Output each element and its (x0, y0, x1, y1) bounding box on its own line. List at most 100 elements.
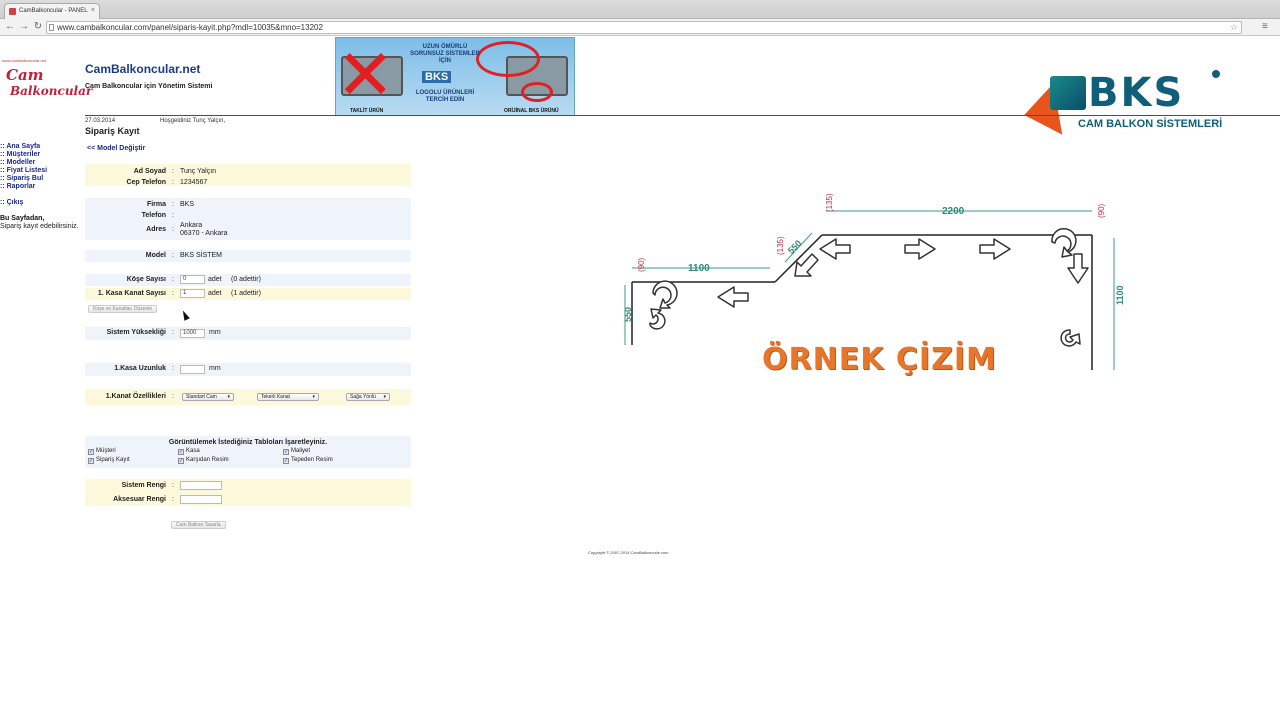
colon: : (172, 496, 174, 503)
sidebar-nav: :: Ana Sayfa :: Müşteriler :: Modeller :… (0, 143, 47, 207)
system-color-input[interactable] (180, 481, 222, 490)
check-front-view[interactable]: ✓Karşıdan Resim (178, 457, 229, 464)
colon: : (172, 329, 174, 336)
wing-label: 1.Kanat Özellikleri (105, 393, 166, 400)
corner-count-input[interactable]: 0 (180, 275, 205, 284)
sidebar-item-customers[interactable]: :: Müşteriler (0, 151, 41, 158)
colon: : (172, 168, 174, 175)
left-arrow-icon (819, 238, 851, 260)
cross-icon: ✕ (336, 37, 395, 116)
check-top-view[interactable]: ✓Tepeden Resim (283, 457, 333, 464)
check-customer[interactable]: ✓Müşteri (88, 448, 116, 455)
kasa-kanat-input[interactable]: 1 (180, 289, 205, 298)
checkbox-icon[interactable]: ✓ (178, 458, 184, 464)
angle-135-b: (135) (825, 193, 834, 212)
checkbox-icon[interactable]: ✓ (88, 458, 94, 464)
bks-logo-word: BKS (1088, 70, 1185, 116)
browser-tab[interactable]: CamBalkoncular - PANEL × (4, 3, 100, 19)
bks-logo-subtitle: CAM BALKON SİSTEMLERİ (1078, 118, 1223, 130)
logo-line2: Balkoncular (10, 84, 93, 98)
left-arrow-icon (717, 286, 749, 308)
check-customer-label: Müşteri (96, 448, 116, 454)
address-bar[interactable]: www.cambalkoncular.com/panel/siparis-kay… (46, 21, 1242, 34)
banner-caption-right: ORİJİNAL BKS ÜRÜNÜ (504, 108, 559, 114)
bookmark-star-icon[interactable]: ☆ (1229, 22, 1238, 32)
length-label: 1.Kasa Uzunluk (114, 365, 166, 372)
example-drawing-watermark: ÖRNEK ÇİZİM (762, 342, 997, 377)
table-select-block: Görüntülemek İstediğiniz Tabloları İşare… (85, 436, 411, 468)
sidebar-item-exit[interactable]: :: Çıkış (0, 199, 24, 206)
edit-corners-button[interactable]: Köşe ve Kanatları Düzenle (88, 305, 158, 313)
banner-text-top: UZUN ÖMÜRLÜ SORUNSUZ SİSTEMLER İÇİN (410, 44, 480, 64)
checkbox-icon[interactable]: ✓ (283, 449, 289, 455)
site-logo[interactable]: www.cambalkoncular.net Cam Balkoncular (2, 58, 92, 108)
sidebar-item-price-list[interactable]: :: Fiyat Listesi (0, 167, 48, 174)
customer-block: Ad Soyad : Tunç Yalçın Cep Telefon : 123… (85, 164, 411, 186)
phone-value: 1234567 (180, 179, 208, 186)
checkbox-icon[interactable]: ✓ (283, 458, 289, 464)
check-cost[interactable]: ✓Maliyet (283, 448, 310, 455)
wing-row: 1.Kanat Özellikleri : Standart Cam Teker… (85, 389, 411, 405)
sidebar-item-find-order[interactable]: :: Sipariş Bul (0, 175, 44, 182)
wing-type-select[interactable]: Tekerli Kanat (257, 393, 319, 401)
favicon-icon (9, 8, 16, 15)
colon: : (172, 365, 174, 372)
design-balcony-button[interactable]: Cam Balkon Tasarla (171, 521, 226, 529)
reload-icon[interactable]: ↻ (33, 21, 43, 32)
corner-label: Köşe Sayısı (126, 276, 166, 283)
fake-product-image (341, 56, 403, 96)
registered-icon (1212, 70, 1220, 78)
wing-glass-select[interactable]: Standart Cam (182, 393, 234, 401)
name-value: Tunç Yalçın (180, 168, 217, 175)
ad-banner[interactable]: ✕ UZUN ÖMÜRLÜ SORUNSUZ SİSTEMLER İÇİN BK… (335, 37, 575, 116)
right-arrow-icon (904, 238, 936, 260)
banner-brand: BKS (422, 71, 452, 83)
colon: : (172, 482, 174, 489)
height-label: Sistem Yüksekliği (106, 329, 166, 336)
sidebar-item-models[interactable]: :: Modeller (0, 159, 36, 166)
down-arrow-icon (1067, 253, 1089, 284)
example-drawing: 1100 2200 550 550 1100 (90) (135) (135) … (623, 193, 1125, 370)
close-icon[interactable]: × (90, 7, 95, 14)
angle-135-a: (135) (776, 236, 785, 255)
model-value: BKS SİSTEM (180, 252, 223, 259)
colon: : (172, 276, 174, 283)
colon: : (172, 179, 174, 186)
mouse-cursor (180, 309, 190, 321)
forward-arrow-icon[interactable]: → (19, 21, 29, 32)
check-kasa[interactable]: ✓Kasa (178, 448, 200, 455)
banner-text-bottom: LOGOLU ÜRÜNLERİ TERCİH EDİN (415, 90, 475, 103)
check-kasa-label: Kasa (186, 448, 200, 454)
check-order[interactable]: ✓Sipariş Kayıt (88, 457, 130, 464)
label-550-left: 550 (623, 307, 633, 322)
browser-tab-bar: CamBalkoncular - PANEL × (0, 0, 1280, 19)
right-arrow-icon (979, 238, 1011, 260)
check-order-label: Sipariş Kayıt (96, 457, 130, 463)
colon: : (172, 212, 174, 219)
wing-direction-select[interactable]: Sağa Yönlü (346, 393, 390, 401)
accessory-color-input[interactable] (180, 495, 222, 504)
table-select-title: Görüntülemek İstediğiniz Tabloları İşare… (168, 439, 328, 446)
company-label: Firma (146, 201, 166, 208)
length-unit: mm (209, 365, 221, 372)
highlight-ring-small (521, 82, 553, 102)
checkbox-icon[interactable]: ✓ (178, 449, 184, 455)
tab-title: CamBalkoncular - PANEL (19, 8, 88, 14)
rotate-arrow-icon (649, 308, 666, 330)
banner-caption-left: TAKLİT ÜRÜN (350, 108, 384, 114)
sidebar-note: Bu Sayfadan, Sipariş kayıt edebilirsiniz… (0, 215, 80, 231)
menu-icon[interactable]: ≡ (1262, 21, 1268, 32)
height-unit: mm (209, 329, 221, 336)
model-row: Model : BKS SİSTEM (85, 250, 411, 262)
sidebar-item-home[interactable]: :: Ana Sayfa (0, 143, 41, 150)
length-input[interactable] (180, 365, 205, 374)
checkbox-icon[interactable]: ✓ (88, 449, 94, 455)
sidebar-item-reports[interactable]: :: Raporlar (0, 183, 36, 190)
height-input[interactable]: 1000 (180, 329, 205, 338)
colon: : (172, 226, 174, 233)
change-model-link[interactable]: << Model Değiştir (87, 145, 146, 152)
rotate-arrow-icon (652, 280, 678, 309)
bks-logo: BKS CAM BALKON SİSTEMLERİ (1019, 70, 1232, 141)
back-arrow-icon[interactable]: ← (5, 21, 15, 32)
url-text: www.cambalkoncular.com/panel/siparis-kay… (57, 23, 323, 32)
